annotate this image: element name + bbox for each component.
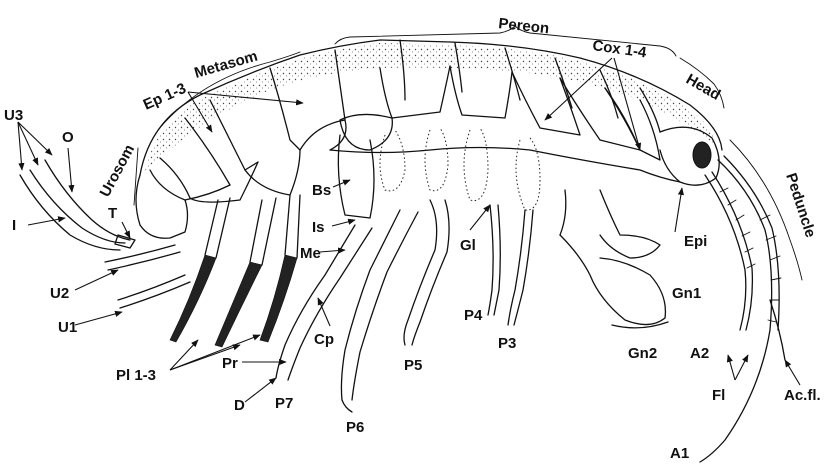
pleopod-setae-1 — [170, 255, 216, 342]
label-p3: P3 — [498, 335, 516, 352]
label-cox: Cox 1-4 — [591, 37, 648, 61]
label-acfl: Ac.fl. — [784, 387, 821, 404]
pereopod-3 — [508, 210, 525, 325]
label-o: O — [62, 129, 74, 146]
label-a1: A1 — [670, 445, 689, 462]
gills — [380, 128, 540, 210]
label-head: Head — [683, 71, 723, 104]
label-metasom: Metasom — [192, 48, 259, 82]
pleopods — [170, 195, 300, 347]
label-p7: P7 — [275, 395, 293, 412]
pereopod-5 — [404, 200, 437, 345]
label-i: I — [12, 217, 16, 234]
label-peduncle: Peduncle — [782, 171, 819, 240]
label-a2: A2 — [690, 345, 709, 362]
head-shape — [660, 127, 719, 185]
label-pr: Pr — [222, 355, 238, 372]
gnathopod-1 — [600, 190, 660, 258]
antennae — [700, 156, 785, 462]
label-u3: U3 — [4, 107, 23, 124]
pleopod-setae-2 — [215, 262, 262, 347]
antenna-2 — [705, 175, 746, 330]
uropod-1 — [118, 275, 185, 300]
label-pl: Pl 1-3 — [116, 367, 156, 384]
label-urosom: Urosom — [97, 142, 139, 200]
pereopod-6 — [341, 210, 400, 400]
uropod-2 — [105, 245, 175, 262]
label-gn2: Gn2 — [628, 345, 657, 362]
gnathopods — [560, 190, 668, 328]
label-is: Is — [312, 219, 325, 236]
label-bs: Bs — [312, 182, 331, 199]
label-d: D — [234, 397, 245, 414]
label-p4: P4 — [464, 307, 483, 324]
pereopod-4 — [488, 205, 493, 315]
peduncle-bracket — [730, 140, 802, 280]
ventral-line — [330, 148, 680, 183]
label-t: T — [108, 205, 117, 222]
label-p6: P6 — [346, 419, 364, 436]
eye — [693, 142, 711, 168]
label-epi: Epi — [684, 233, 707, 250]
label-u2: U2 — [50, 285, 69, 302]
label-cp: Cp — [314, 331, 334, 348]
label-gn1: Gn1 — [672, 285, 701, 302]
label-me: Me — [300, 245, 321, 262]
pleopod-setae-3 — [260, 255, 297, 342]
label-pereon: Pereon — [498, 15, 550, 37]
label-u1: U1 — [58, 319, 77, 336]
label-fl: Fl — [712, 387, 725, 404]
label-p5: P5 — [404, 357, 422, 374]
label-ep: Ep 1-3 — [141, 80, 189, 114]
label-gl: Gl — [460, 237, 476, 254]
urosome — [136, 175, 188, 238]
telson — [115, 235, 135, 248]
